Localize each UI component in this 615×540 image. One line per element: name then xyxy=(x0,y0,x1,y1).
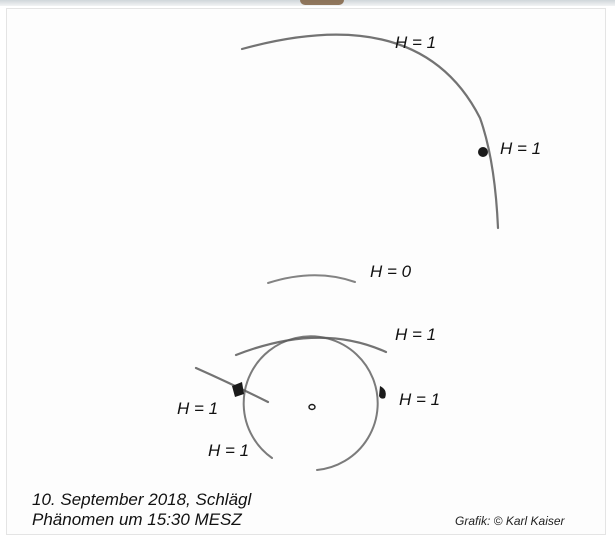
label-tangent-arc: H = 1 xyxy=(395,325,437,344)
halo-circle xyxy=(242,335,379,471)
caption-date-location: 10. September 2018, Schlägl xyxy=(32,490,252,509)
tangent-arc xyxy=(234,336,388,357)
paper-sheet xyxy=(6,8,606,535)
caption-time: Phänomen um 15:30 MESZ xyxy=(32,510,242,529)
middle-halo-arc xyxy=(267,274,356,284)
credit-text: Grafik: © Karl Kaiser xyxy=(455,514,565,528)
parhelic-segment xyxy=(194,366,270,404)
left-parhelion-spot xyxy=(232,382,244,397)
label-middle-arc: H = 0 xyxy=(370,262,412,281)
label-upper-spot: H = 1 xyxy=(500,139,542,158)
top-border-mark xyxy=(300,0,344,5)
upper-spot xyxy=(478,147,488,157)
right-parhelion-spot xyxy=(379,386,386,399)
label-upper-arc: H = 1 xyxy=(395,33,437,52)
label-right-parhelion: H = 1 xyxy=(399,390,441,409)
upper-halo-arc xyxy=(240,33,500,230)
label-halo-lower-left: H = 1 xyxy=(208,441,250,460)
sun-marker xyxy=(308,403,316,411)
label-left-parhelion: H = 1 xyxy=(177,399,219,418)
